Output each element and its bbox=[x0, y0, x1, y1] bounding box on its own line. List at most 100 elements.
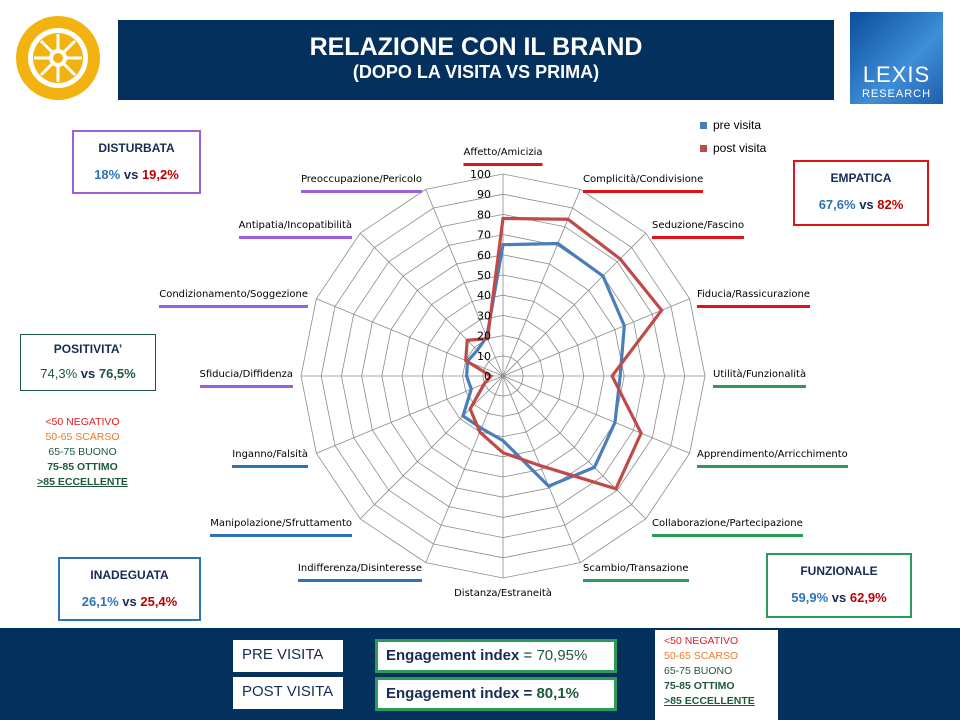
grid-spoke bbox=[502, 298, 690, 377]
legend-item-pre: pre visita bbox=[700, 118, 766, 132]
bottom-bar: PRE VISITA POST VISITA Engagement index … bbox=[0, 628, 960, 720]
scale-eccellente: >85 ECCELLENTE bbox=[664, 695, 755, 707]
axis-label: Affetto/Amicizia bbox=[463, 146, 543, 166]
scale-ottimo: 75-85 OTTIMO bbox=[47, 461, 118, 473]
engagement-pre: Engagement index = 70,95% bbox=[375, 639, 617, 673]
axis-label: Condizionamento/Soggezione bbox=[159, 288, 308, 308]
grid-spoke bbox=[359, 375, 504, 520]
box-disturbata: DISTURBATA 18% vs 19,2% bbox=[72, 130, 201, 194]
tick-label: 40 bbox=[477, 289, 491, 302]
tick-label: 10 bbox=[477, 350, 491, 363]
vs-text: vs bbox=[831, 590, 847, 605]
vs-text: vs bbox=[123, 167, 139, 182]
box-title: POSITIVITA’ bbox=[53, 342, 123, 356]
axis-label: Apprendimento/Arricchimento bbox=[697, 448, 848, 468]
engagement-post: Engagement index = 80,1% bbox=[375, 677, 617, 711]
lexis-research-logo: LEXIS RESEARCH bbox=[850, 12, 943, 104]
box-title: EMPATICA bbox=[830, 171, 892, 185]
tick-label: 90 bbox=[477, 188, 491, 201]
box-inadeguata: INADEGUATA 26,1% vs 25,4% bbox=[58, 557, 201, 621]
box-title: INADEGUATA bbox=[90, 568, 169, 582]
score-scale-bottom: <50 NEGATIVO 50-65 SCARSO 65-75 BUONO 75… bbox=[655, 630, 778, 720]
axis-label: Utilità/Funzionalità bbox=[713, 368, 807, 388]
radar-chart: 0 10 20 30 40 50 60 70 80 90 100 bbox=[300, 168, 706, 579]
scale-ottimo: 75-85 OTTIMO bbox=[664, 680, 735, 692]
axis-label: Manipolazione/Sfruttamento bbox=[210, 517, 352, 537]
series-line-post bbox=[464, 216, 664, 491]
axis-label: Antipatia/Incopatibilità bbox=[238, 219, 352, 239]
post-value: 76,5% bbox=[98, 366, 136, 381]
title-banner: RELAZIONE CON IL BRAND (DOPO LA VISITA V… bbox=[118, 20, 834, 100]
logo-text: LEXIS bbox=[862, 62, 931, 87]
grid-spoke bbox=[316, 375, 504, 454]
legend-item-post: post visita bbox=[700, 141, 766, 155]
box-title: FUNZIONALE bbox=[800, 564, 878, 578]
scale-scarso: 50-65 SCARSO bbox=[45, 431, 120, 443]
pre-value: 18% bbox=[94, 167, 121, 182]
legend-label-pre: pre visita bbox=[713, 118, 762, 132]
tick-label: 60 bbox=[477, 249, 491, 262]
pre-value: 67,6% bbox=[818, 197, 856, 212]
logo-subtext: RESEARCH bbox=[861, 88, 932, 100]
axis-label: Complicità/Condivisione bbox=[583, 173, 704, 193]
equals: = bbox=[523, 685, 533, 702]
grid-spoke bbox=[502, 375, 647, 520]
pre-visita-label: PRE VISITA bbox=[233, 640, 343, 672]
vs-text: vs bbox=[859, 197, 874, 212]
post-value: 82% bbox=[877, 197, 904, 212]
grid-spoke bbox=[502, 232, 647, 377]
post-value: 25,4% bbox=[140, 594, 178, 609]
box-positivita: POSITIVITA’ 74,3% vs 76,5% bbox=[20, 334, 156, 391]
rotary-logo bbox=[12, 12, 104, 104]
engagement-pre-value: 70,95% bbox=[536, 647, 588, 664]
box-funzionale: FUNZIONALE 59,9% vs 62,9% bbox=[766, 553, 912, 618]
axis-label: Indifferenza/Disinteresse bbox=[297, 562, 422, 582]
page-title: RELAZIONE CON IL BRAND bbox=[309, 33, 643, 61]
tick-label: 100 bbox=[470, 168, 491, 181]
axis-label: Seduzione/Fascino bbox=[652, 219, 745, 239]
grid-spoke bbox=[359, 232, 504, 377]
axis-label: Distanza/Estraneità bbox=[454, 588, 552, 599]
grid-spoke bbox=[425, 375, 504, 563]
tick-label: 0 bbox=[484, 370, 491, 383]
box-title: DISTURBATA bbox=[98, 141, 175, 155]
vs-text: vs bbox=[122, 594, 137, 609]
axis-label: Sfiducia/Diffidenza bbox=[199, 368, 293, 388]
axis-label: Scambio/Transazione bbox=[583, 562, 689, 582]
axis-label: Inganno/Falsità bbox=[232, 448, 308, 468]
grid-spoke bbox=[502, 375, 690, 454]
legend-swatch-post bbox=[700, 145, 707, 152]
engagement-post-value: 80,1% bbox=[536, 685, 580, 702]
tick-label: 50 bbox=[477, 269, 491, 282]
scale-buono: 65-75 BUONO bbox=[664, 665, 733, 677]
post-value: 19,2% bbox=[141, 167, 179, 182]
tick-label: 80 bbox=[477, 208, 491, 221]
grid-spoke bbox=[502, 375, 581, 563]
grid-spoke bbox=[425, 189, 504, 377]
equals: = bbox=[523, 647, 533, 664]
post-visita-label: POST VISITA bbox=[233, 677, 343, 709]
scale-buono: 65-75 BUONO bbox=[48, 446, 117, 458]
axis-label: Collaborazione/Partecipazione bbox=[652, 517, 803, 537]
tick-label: 70 bbox=[477, 229, 491, 242]
axis-label: Fiducia/Rassicurazione bbox=[697, 288, 811, 308]
engagement-label: Engagement index bbox=[386, 647, 520, 664]
page-subtitle: (DOPO LA VISITA VS PRIMA) bbox=[352, 62, 600, 82]
scale-eccellente: >85 ECCELLENTE bbox=[37, 476, 128, 488]
scale-scarso: 50-65 SCARSO bbox=[664, 650, 739, 662]
engagement-label: Engagement index bbox=[386, 685, 520, 702]
axis-label: Preoccupazione/Pericolo bbox=[300, 173, 422, 193]
vs-text: vs bbox=[80, 366, 96, 381]
pre-value: 74,3% bbox=[40, 366, 78, 381]
chart-legend: pre visita post visita bbox=[700, 118, 766, 155]
scale-negativo: <50 NEGATIVO bbox=[664, 635, 739, 647]
scale-negativo: <50 NEGATIVO bbox=[45, 416, 120, 428]
tick-label: 20 bbox=[477, 330, 491, 343]
legend-label-post: post visita bbox=[713, 141, 767, 155]
score-scale-left: <50 NEGATIVO 50-65 SCARSO 65-75 BUONO 75… bbox=[20, 415, 145, 490]
post-value: 62,9% bbox=[849, 590, 887, 605]
pre-value: 59,9% bbox=[791, 590, 829, 605]
box-empatica: EMPATICA 67,6% vs 82% bbox=[793, 160, 929, 226]
legend-swatch-pre bbox=[700, 122, 707, 129]
tick-label: 30 bbox=[477, 309, 491, 322]
